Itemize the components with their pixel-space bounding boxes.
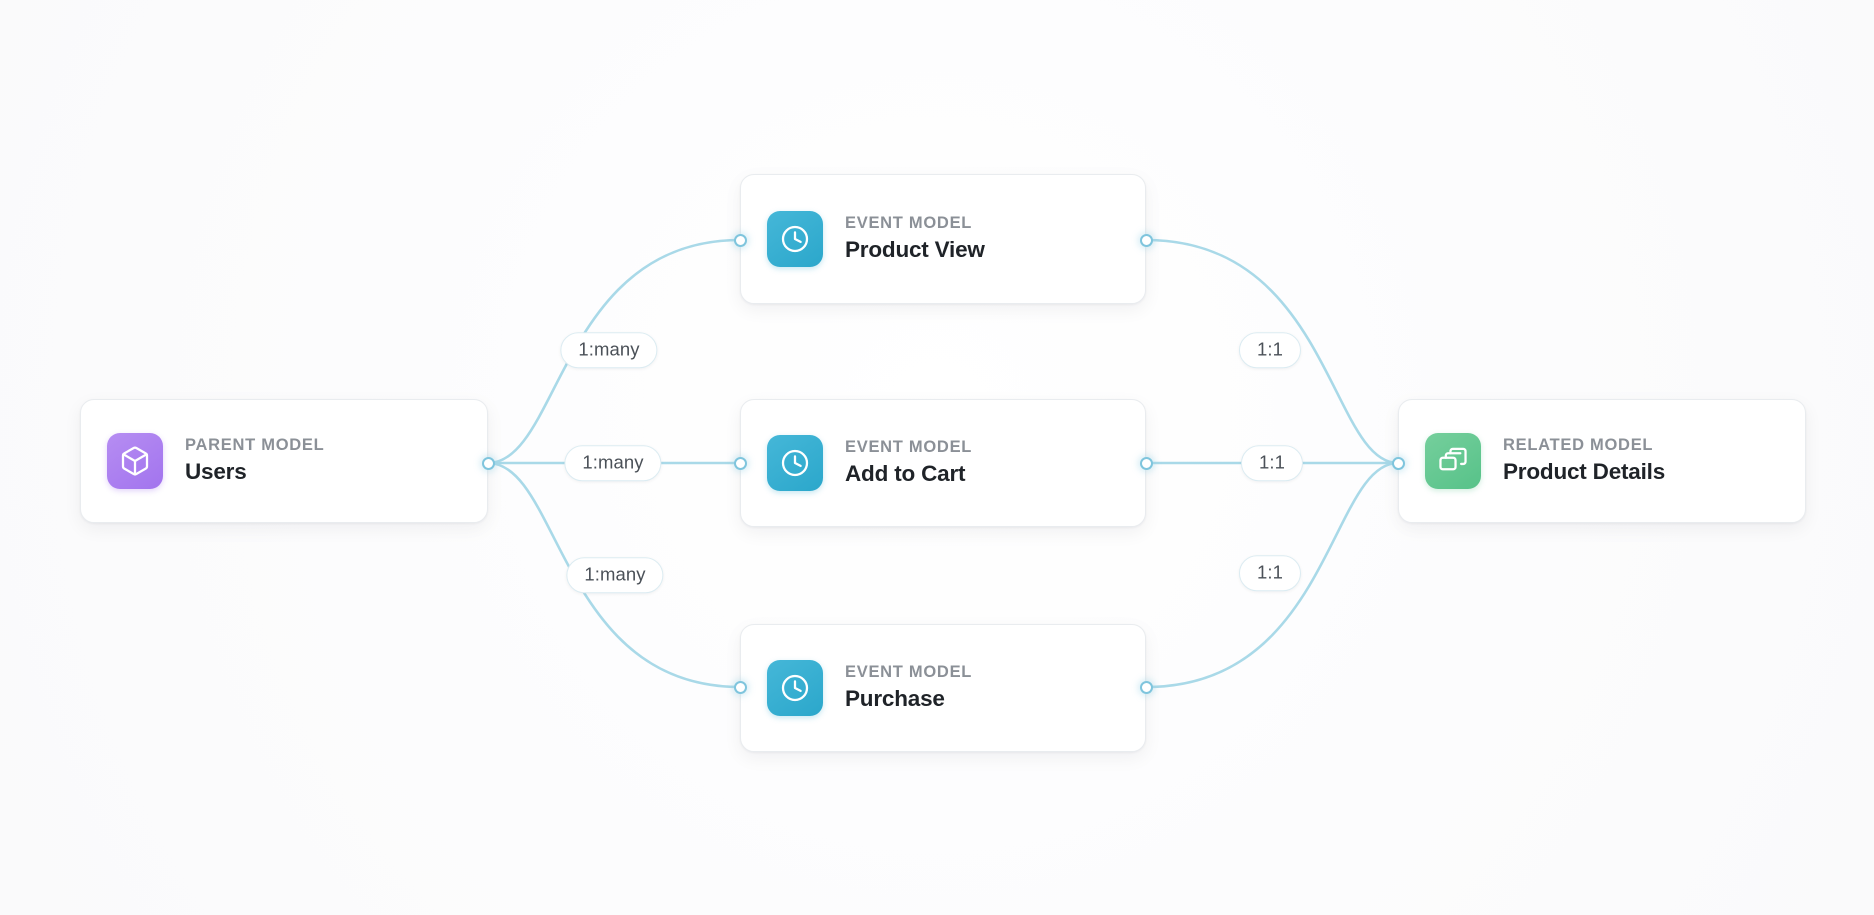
edge-label-users-product-view[interactable]: 1:many: [560, 332, 658, 368]
edge-label-add-to-cart-details[interactable]: 1:1: [1240, 445, 1304, 481]
node-title: Product View: [845, 237, 985, 263]
port-purchase-out[interactable]: [1139, 680, 1153, 694]
edge-label-users-purchase[interactable]: 1:many: [566, 557, 664, 593]
node-title: Purchase: [845, 686, 945, 712]
clock-icon: [767, 435, 823, 491]
node-title: Users: [185, 459, 247, 485]
node-kicker: EVENT MODEL: [845, 213, 973, 232]
node-title: Product Details: [1503, 459, 1666, 485]
node-event-model-add-to-cart[interactable]: EVENT MODEL Add to Cart: [740, 399, 1146, 527]
node-text: PARENT MODEL Users: [185, 436, 324, 487]
node-text: EVENT MODEL Add to Cart: [845, 438, 972, 489]
port-add-to-cart-out[interactable]: [1139, 456, 1153, 470]
node-title: Add to Cart: [845, 461, 966, 487]
clock-icon: [767, 660, 823, 716]
port-product-details-in[interactable]: [1391, 456, 1405, 470]
port-add-to-cart-in[interactable]: [733, 456, 747, 470]
node-text: RELATED MODEL Product Details: [1503, 436, 1665, 487]
port-users-out[interactable]: [481, 456, 495, 470]
edge-label-users-add-to-cart[interactable]: 1:many: [564, 445, 662, 481]
node-kicker: PARENT MODEL: [185, 435, 325, 454]
clock-icon: [767, 211, 823, 267]
port-product-view-out[interactable]: [1139, 233, 1153, 247]
node-related-model-product-details[interactable]: RELATED MODEL Product Details: [1398, 399, 1806, 523]
node-kicker: EVENT MODEL: [845, 662, 973, 681]
edge-label-product-view-details[interactable]: 1:1: [1238, 332, 1302, 368]
edge-label-purchase-details[interactable]: 1:1: [1238, 555, 1302, 591]
node-kicker: RELATED MODEL: [1503, 435, 1654, 454]
node-parent-model-users[interactable]: PARENT MODEL Users: [80, 399, 488, 523]
layers-icon: [1425, 433, 1481, 489]
port-product-view-in[interactable]: [733, 233, 747, 247]
node-event-model-purchase[interactable]: EVENT MODEL Purchase: [740, 624, 1146, 752]
node-text: EVENT MODEL Purchase: [845, 663, 972, 714]
node-text: EVENT MODEL Product View: [845, 214, 985, 265]
port-purchase-in[interactable]: [733, 680, 747, 694]
node-event-model-product-view[interactable]: EVENT MODEL Product View: [740, 174, 1146, 304]
node-kicker: EVENT MODEL: [845, 437, 973, 456]
cube-icon: [107, 433, 163, 489]
